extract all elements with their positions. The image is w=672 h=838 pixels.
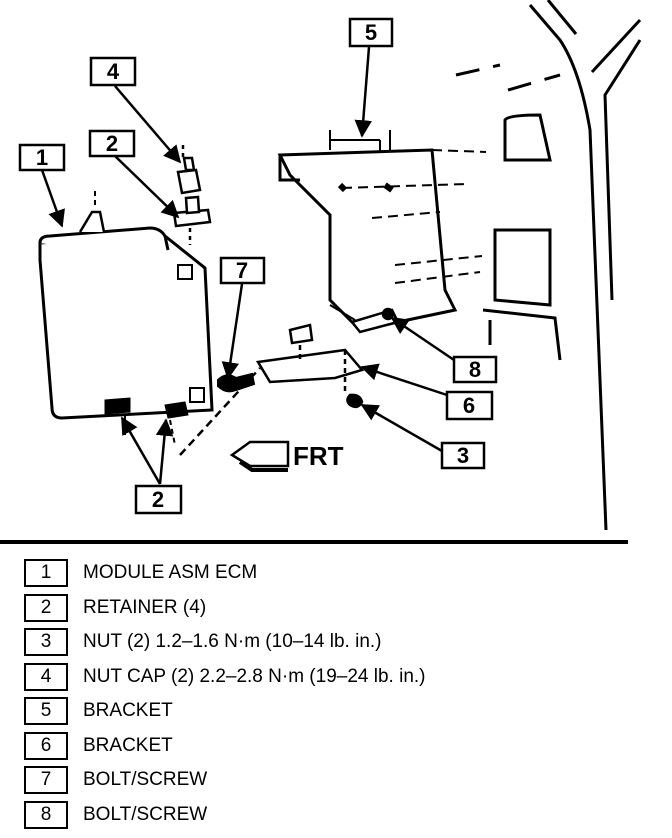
legend-description: BRACKET [83, 700, 173, 721]
callout-5-label: 5 [365, 20, 377, 45]
legend-row: 5 BRACKET [20, 694, 640, 729]
legend-description: RETAINER (4) [83, 596, 207, 618]
leader-3 [360, 403, 443, 453]
legend-number: 5 [24, 697, 68, 725]
leader-2-bottom-b [155, 418, 174, 485]
legend-description: BOLT/SCREW [83, 803, 208, 825]
legend-number: 4 [24, 662, 68, 691]
callout-5: 5 [348, 17, 394, 48]
legend-description: BRACKET [83, 734, 173, 756]
legend-row: 2 RETAINER (4) [20, 591, 640, 626]
callout-7: 7 [219, 256, 266, 285]
callout-4: 4 [89, 56, 137, 87]
callout-7-label: 7 [236, 258, 248, 283]
bracket-upper [277, 130, 487, 332]
vehicle-body-outline [455, 0, 642, 530]
legend-number: 3 [24, 628, 68, 656]
leader-6 [360, 363, 448, 397]
ecm-module [38, 190, 214, 446]
legend-description: NUT (2) 1.2–1.6 N·m (10–14 lb. in.) [83, 631, 382, 652]
callout-2-bottom: 2 [134, 484, 183, 515]
callout-3-label: 3 [457, 443, 469, 468]
nut-cap-and-retainer [172, 145, 212, 245]
parts-legend: 1 MODULE ASM ECM 2 RETAINER (4) 3 NUT (2… [20, 556, 640, 832]
callout-3: 3 [440, 441, 486, 470]
legend-description: BOLT/SCREW [83, 769, 208, 790]
legend-number: 1 [24, 559, 68, 587]
callout-6-label: 6 [463, 393, 475, 418]
callout-1-label: 1 [36, 145, 48, 170]
callout-1: 1 [18, 143, 66, 172]
legend-row: 8 BOLT/SCREW [20, 798, 640, 833]
frt-label: FRT [293, 441, 344, 471]
legend-row: 3 NUT (2) 1.2–1.6 N·m (10–14 lb. in.) [20, 625, 640, 660]
callout-4-label: 4 [107, 59, 120, 84]
callout-2-bottom-label: 2 [152, 487, 164, 512]
leader-8 [390, 316, 455, 362]
callout-8-label: 8 [469, 357, 481, 382]
front-direction-arrow: FRT [229, 440, 344, 472]
legend-number: 2 [24, 593, 68, 622]
leader-7 [221, 283, 244, 380]
bolt-screw-7 [217, 372, 256, 393]
leader-2-bottom-a [120, 416, 162, 485]
leader-1 [40, 169, 65, 228]
legend-row: 6 BRACKET [20, 729, 640, 764]
legend-description: MODULE ASM ECM [83, 562, 258, 583]
legend-number: 6 [24, 731, 68, 760]
callout-2-top-label: 2 [106, 131, 118, 156]
bracket-lower [179, 307, 400, 456]
callout-6: 6 [445, 390, 494, 421]
leader-4 [114, 85, 182, 164]
legend-row: 1 MODULE ASM ECM [20, 556, 640, 591]
legend-row: 7 BOLT/SCREW [20, 763, 640, 798]
exploded-view-diagram: FRT 1 2 4 5 7 8 6 3 2 [18, 0, 642, 530]
leader-5 [354, 46, 372, 138]
legend-number: 7 [24, 766, 68, 794]
leader-2-top [114, 155, 180, 219]
legend-number: 8 [24, 800, 68, 829]
callout-2-top: 2 [88, 129, 136, 158]
callout-8: 8 [452, 355, 498, 384]
legend-description: NUT CAP (2) 2.2–2.8 N·m (19–24 lb. in.) [83, 665, 426, 687]
legend-divider [0, 540, 628, 544]
legend-row: 4 NUT CAP (2) 2.2–2.8 N·m (19–24 lb. in.… [20, 660, 640, 695]
